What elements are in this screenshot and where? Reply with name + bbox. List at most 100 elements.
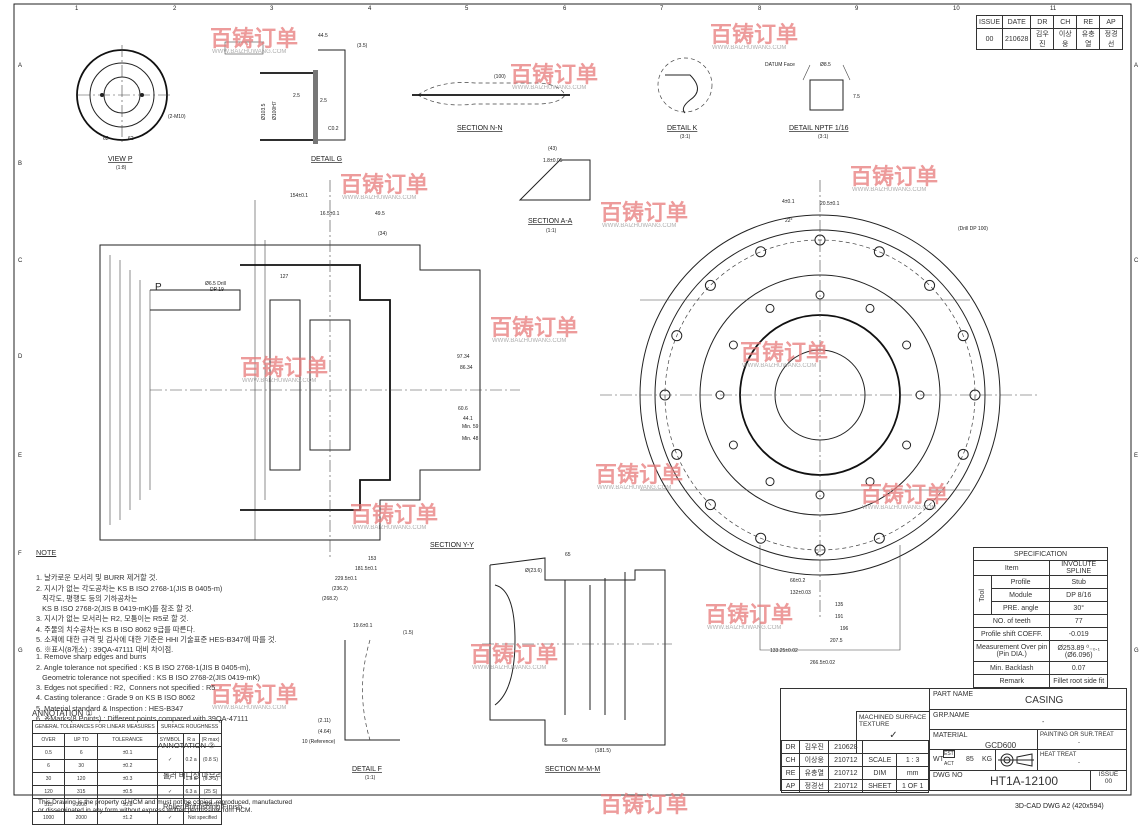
dim-8-5: Ø8.5 xyxy=(820,62,831,68)
watermark-url: WWW.BAIZHUWANG.COM xyxy=(597,485,671,491)
col-header: TOLERANCE xyxy=(97,733,158,747)
wt-unit: KG xyxy=(982,756,993,763)
grid-row-a: A xyxy=(18,63,22,69)
watermark-brand: 百铸订单 xyxy=(470,642,558,667)
material: GCD600 xyxy=(985,741,1017,750)
dim-44-5: 44.5 xyxy=(318,33,328,39)
watermark-url: WWW.BAIZHUWANG.COM xyxy=(212,49,286,55)
rev-cell: 이상웅 xyxy=(1053,28,1078,50)
dim-2-11: (2.11) xyxy=(318,718,331,724)
cell: 315 xyxy=(63,785,99,799)
spec-label: Measurement Over pin (Pin DIA.) xyxy=(972,640,1051,662)
note-line: 6. ※표시(8개소) : 39QA-47111 대비 차이점. xyxy=(36,645,174,655)
name: 유충열 xyxy=(799,766,830,780)
main-section-view: P 154±0.1 49.5 (34) 16.5±0.1 127 Ø6.5 Dr… xyxy=(99,180,520,602)
grid-row-d: D xyxy=(18,354,23,360)
dim-266-5: 266.5±0.02 xyxy=(810,660,835,666)
cell: 1000 xyxy=(63,798,99,812)
detail-g: 44.5 (3.5) 2.5 2.5 C0.2 Ø103.5 Ø100H7 DE… xyxy=(224,33,368,163)
spec-label: Module xyxy=(990,588,1051,602)
texture-check-icon: ✓ xyxy=(889,730,898,741)
dim-1-8: 1.8±0.05 xyxy=(543,158,563,164)
watermark-brand: 百铸订单 xyxy=(600,200,688,225)
note-line: 5. 소재에 대한 규격 및 검사에 대한 기준은 HHI 기술표준 HES-B… xyxy=(36,635,277,645)
bolt-hole xyxy=(969,389,981,401)
bolt-hole xyxy=(865,477,875,487)
dim-103-5: Ø103.5 xyxy=(261,103,267,120)
dim-7-5: 7.5 xyxy=(853,94,860,100)
watermark-brand: 百铸订单 xyxy=(510,62,598,87)
dim-97-34: 97.34 xyxy=(457,354,470,360)
dim-196: 196 xyxy=(840,626,849,632)
grid-columns: 1 2 3 4 5 6 7 8 9 10 11 xyxy=(75,6,1057,12)
bolt-hole xyxy=(755,532,767,544)
view-p-scale: (1:8) xyxy=(116,165,127,171)
painting-label: PAINTING OR SUR.TREAT xyxy=(1040,732,1114,738)
dim-2-5-b: 2.5 xyxy=(320,98,327,104)
detail-k-scale: (3:1) xyxy=(680,134,691,140)
view-p-title: VIEW P xyxy=(108,156,133,163)
role: RE xyxy=(780,766,801,780)
grid-col-2: 2 xyxy=(173,6,177,12)
dim-min-59: Min. 59 xyxy=(462,424,479,430)
name: 이상웅 xyxy=(799,753,830,767)
cell: 2000 xyxy=(63,811,99,825)
rev-header: DATE xyxy=(1002,15,1032,29)
bolt-hole xyxy=(924,279,936,291)
rev-cell: 00 xyxy=(975,28,1004,50)
bolt-hole xyxy=(814,544,826,556)
spec-value: 30° xyxy=(1049,601,1108,615)
tol-header: GENERAL TOLERANCES FOR LINEAR MEASURES xyxy=(32,720,158,734)
bolt-hole xyxy=(704,279,716,291)
grid-col-8: 8 xyxy=(758,6,762,12)
role: AP xyxy=(780,779,801,793)
cell: ±1.2 xyxy=(97,811,158,825)
heat-treat: - xyxy=(1078,760,1080,766)
sheet-value: 1 OF 1 xyxy=(896,779,929,793)
grid-row-b: B xyxy=(18,161,22,167)
grid-row-c: C xyxy=(18,258,23,264)
date: 210712 xyxy=(828,753,864,767)
section-n-n-title: SECTION N-N xyxy=(457,125,503,132)
date: 210712 xyxy=(828,766,864,780)
watermark-brand: 百铸订单 xyxy=(595,462,683,487)
bolt-hole xyxy=(704,499,716,511)
drawing-format: 3D-CAD DWG A2 (420x594) xyxy=(1015,803,1104,810)
annotation2-korean: 롤러 버니싱 마무리 xyxy=(163,771,223,781)
view-p: (2-M10) 62 62 VIEW P (1:8) xyxy=(76,45,186,171)
dim-23-6: Ø(23.6) xyxy=(525,568,542,574)
col-header: OVER xyxy=(32,733,65,747)
detail-g-title: DETAIL G xyxy=(311,156,342,163)
bolt-hole xyxy=(671,330,683,342)
watermark-brand: 百铸订单 xyxy=(600,792,688,817)
date: 210712 xyxy=(828,779,864,793)
spec-value: 0.07 xyxy=(1049,661,1108,675)
rev-cell: 유충열 xyxy=(1076,28,1101,50)
dwg-no: HT1A-12100 xyxy=(990,774,1059,788)
grid-col-1: 1 xyxy=(75,6,79,12)
front-view: 66±0.2 132±0.03 135 191 196 207.5 133.25… xyxy=(600,180,1040,666)
dim-6-5-drill: Ø6.5 Drill xyxy=(205,281,226,287)
cell: ±0.5 xyxy=(97,785,158,799)
annotation2: ANNOTATION ② 롤러 버니싱 마무리 Roller Burnishin… xyxy=(158,720,242,823)
grid-col-6: 6 xyxy=(563,6,567,12)
dim-65-bottom: 65 xyxy=(562,738,568,744)
arrow-p-label: P xyxy=(155,282,162,293)
rev-header: DR xyxy=(1030,15,1055,29)
grid-col-4: 4 xyxy=(368,6,372,12)
bolt-hole xyxy=(715,390,725,400)
watermark-brand: 百铸订单 xyxy=(340,172,428,197)
rev-header: AP xyxy=(1099,15,1123,29)
grid-row-e-right: E xyxy=(1134,453,1138,459)
annotation1-title: ANNOTATION ① xyxy=(32,709,93,718)
dim-20-5: 20.5±0.1 xyxy=(820,201,840,207)
wt-act: ACT xyxy=(944,761,954,767)
section-m-m-m: 65 Ø(23.6) 65 (181.5) SECTION M-M-M xyxy=(482,552,672,773)
section-y-y-title: SECTION Y-Y xyxy=(430,542,474,549)
dim-100: (100) xyxy=(494,74,506,80)
dim-132: 132±0.03 xyxy=(790,590,811,596)
